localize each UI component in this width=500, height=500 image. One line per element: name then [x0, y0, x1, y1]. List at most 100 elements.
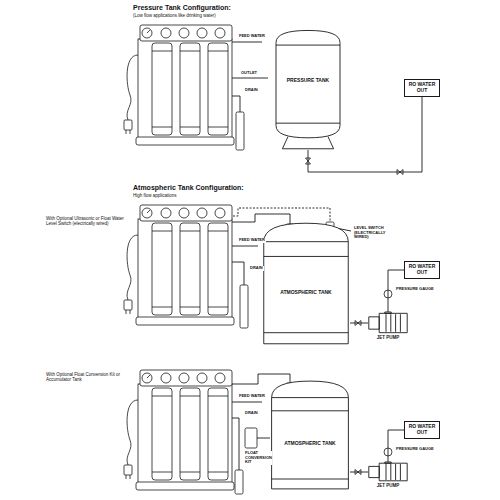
housing-cap [161, 208, 171, 218]
drain-pipe [232, 418, 239, 470]
callout-label: With Optional Float Conversion Kit or Ac… [45, 372, 127, 382]
callout-label: High flow applications [132, 193, 178, 198]
pipe-connector [350, 472, 368, 473]
outlet-pipe [232, 78, 268, 79]
plug-prongs [126, 130, 130, 134]
housing-cap [197, 208, 207, 218]
node-text: ATMOSPHERIC TANK [284, 441, 335, 447]
housing-ring [180, 307, 200, 308]
node-text: RO WATER OUT [408, 82, 436, 94]
node-text: ATMOSPHERIC TANK [280, 290, 331, 296]
feed-pipe [232, 42, 262, 43]
feed-pipe [232, 246, 258, 247]
callout-label: FEED WATER [238, 394, 266, 399]
drain-pipe [232, 96, 240, 112]
filter-housing [208, 43, 228, 135]
section-heading: Atmospheric Tank Configuration: [132, 184, 245, 192]
filter-housing [180, 388, 200, 480]
outlet-pipe [232, 214, 290, 226]
housing-cap [161, 373, 171, 383]
housing-ring [208, 51, 228, 52]
housing-ring [208, 472, 228, 473]
housing-cap [197, 28, 207, 38]
callout-label: PRESSURE GAUGE [395, 447, 435, 452]
callout-label: FEED WATER [238, 34, 266, 39]
housing-ring [180, 231, 200, 232]
jet-pump: JET PUMP [368, 462, 408, 482]
outline-path [369, 462, 407, 481]
back-plate [138, 219, 232, 319]
unit-gauge [142, 28, 152, 38]
callout-label: PRESSURE GAUGE [395, 287, 435, 292]
pump-label: JET PUMP [377, 483, 400, 488]
callout-label: (Low flow applications like drinking wat… [132, 13, 217, 18]
callout-label: DRAIN [249, 266, 264, 271]
housing-ring [180, 51, 200, 52]
pump-label: JET PUMP [377, 335, 400, 340]
outlet-box: RO WATER OUT [404, 261, 440, 279]
housing-ring [152, 51, 172, 52]
housing-cap [215, 373, 225, 383]
gauge-needle [147, 375, 150, 378]
node-text: RO WATER OUT [408, 424, 436, 436]
callout-label: OUTLET [240, 71, 258, 76]
housing-ring [152, 127, 172, 128]
switch-wire [232, 208, 330, 224]
housing-ring [208, 396, 228, 397]
plug-prongs [126, 475, 130, 479]
unit-base [136, 482, 234, 490]
housing-ring [152, 472, 172, 473]
outline-path [369, 312, 407, 333]
atmospheric-tank-outline [262, 222, 350, 345]
gauge-needle [147, 210, 150, 213]
housing-cap [161, 28, 171, 38]
atmospheric-tank-outline [270, 380, 350, 490]
housing-ring [208, 231, 228, 232]
pressure-tank: PRESSURE TANK [268, 28, 348, 150]
outline-path [276, 30, 340, 148]
drain-pipe [232, 262, 244, 285]
drain-tube [240, 285, 248, 328]
jet-pump-outline [368, 462, 408, 482]
housing-ring [152, 396, 172, 397]
power-cord [127, 55, 138, 120]
gauge-needle [147, 30, 150, 33]
manifold [140, 370, 232, 386]
float-kit [245, 428, 257, 448]
back-plate [138, 384, 232, 484]
filter-housing [208, 223, 228, 315]
atmospheric-tank: ATMOSPHERIC TANK [270, 380, 350, 490]
outlet-pipe [232, 374, 290, 385]
plug [124, 300, 132, 310]
housing-ring [152, 231, 172, 232]
outlet-box: RO WATER OUT [404, 79, 440, 97]
callout-label: FLOAT CONVERSION KIT [244, 451, 272, 465]
manifold [140, 25, 232, 41]
filter-housing [152, 43, 172, 135]
filter-housing [180, 43, 200, 135]
filter-housing [180, 223, 200, 315]
unit-gauge [142, 208, 152, 218]
power-cord [127, 400, 138, 465]
back-plate [138, 39, 232, 139]
unit-base [136, 137, 234, 145]
filter-housing [152, 223, 172, 315]
feed-pipe [232, 402, 262, 403]
housing-cap [179, 373, 189, 383]
manifold [140, 205, 232, 221]
drain-tube [236, 112, 244, 150]
pipe-connector [388, 430, 404, 462]
filter-housing [152, 388, 172, 480]
filter-housing [208, 388, 228, 480]
ro-unit [124, 370, 234, 490]
callout-label: LEVEL SWITCH (ELECTRICALLY WIRED) [353, 226, 399, 240]
callout-label: FEED WATER [238, 238, 266, 243]
callout-label: DRAIN [244, 88, 259, 93]
kit-pipe [257, 438, 270, 439]
pressure-tank-outline [268, 28, 348, 150]
housing-ring [152, 307, 172, 308]
housing-cap [197, 373, 207, 383]
unit-base [136, 317, 234, 325]
node-text: PRESSURE TANK [287, 78, 329, 84]
